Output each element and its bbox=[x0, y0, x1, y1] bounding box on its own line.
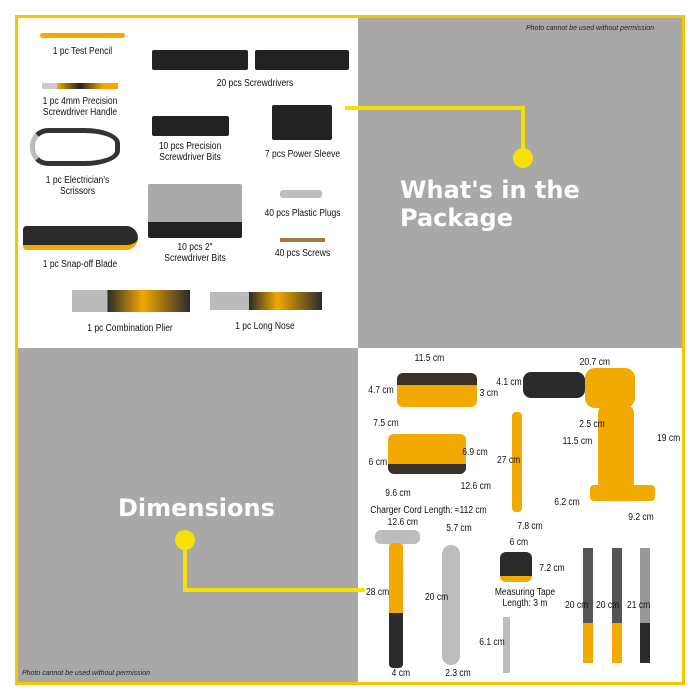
dim-label: 4 cm bbox=[391, 668, 411, 679]
connector-line bbox=[345, 106, 525, 110]
hammer-handle-image bbox=[389, 543, 403, 668]
package-heading-panel bbox=[358, 18, 682, 348]
screwdriver-image bbox=[583, 548, 593, 663]
saw-image bbox=[512, 412, 522, 512]
dim-label: 2.5 cm bbox=[579, 419, 605, 430]
screw-image bbox=[280, 238, 325, 242]
combination-plier-image bbox=[72, 290, 190, 312]
item-label: 20 pcs Screwdrivers bbox=[216, 78, 294, 89]
connector-dot bbox=[513, 148, 533, 168]
dim-label: 20 cm bbox=[565, 600, 589, 611]
dim-label: 28 cm bbox=[366, 587, 390, 598]
item-label: 1 pc Combination Plier bbox=[87, 323, 173, 334]
test-pencil-image bbox=[40, 33, 125, 38]
measuring-tape-image bbox=[500, 552, 532, 582]
dim-label: 7.8 cm bbox=[517, 521, 543, 532]
power-sleeve-image bbox=[272, 105, 332, 140]
package-heading: What's in the Package bbox=[400, 176, 580, 232]
screwdriver-bits-image bbox=[255, 50, 349, 70]
item-label: 40 pcs Plastic Plugs bbox=[264, 208, 341, 219]
dim-label: 20 cm bbox=[596, 600, 620, 611]
hammer-head-image bbox=[375, 530, 420, 544]
drill-body-image bbox=[585, 368, 635, 408]
dim-label: 12.6 cm bbox=[387, 517, 418, 528]
item-label: 10 pcs 2" Screwdriver Bits bbox=[164, 242, 226, 264]
dim-label: Charger Cord Length: ≈112 cm bbox=[370, 505, 487, 516]
dim-label: 20.7 cm bbox=[579, 357, 610, 368]
scissors-image bbox=[30, 128, 120, 166]
dim-label: 9.2 cm bbox=[628, 512, 654, 523]
dimensions-heading-panel bbox=[18, 348, 358, 682]
drill-grip-image bbox=[598, 405, 634, 490]
dim-label: 6 cm bbox=[368, 457, 388, 468]
precision-handle-image bbox=[42, 83, 118, 89]
item-label: 1 pc Long Nose bbox=[235, 321, 295, 332]
dim-label: 7.2 cm bbox=[539, 563, 565, 574]
dim-label: 6.2 cm bbox=[554, 497, 580, 508]
dim-label: 27 cm bbox=[497, 455, 521, 466]
dim-label: 4.1 cm bbox=[496, 377, 522, 388]
bit-holder-image bbox=[503, 617, 510, 673]
dim-label: 7.5 cm bbox=[373, 418, 399, 429]
permission-notice-bottom: Photo cannot be used without permission bbox=[22, 670, 151, 677]
dim-label: 19 cm bbox=[657, 433, 681, 444]
drill-base-image bbox=[590, 485, 655, 501]
item-label: 1 pc Electrician's Scrissors bbox=[45, 175, 110, 197]
item-label: 1 pc Snap-off Blade bbox=[42, 259, 118, 270]
dim-label: 9.6 cm bbox=[385, 488, 411, 499]
item-label: 10 pcs Precision Screwdriver Bits bbox=[158, 141, 222, 163]
charger-image bbox=[388, 434, 466, 474]
screwdriver-image bbox=[612, 548, 622, 663]
connector-line bbox=[183, 540, 187, 592]
dim-label: 21 cm bbox=[627, 600, 651, 611]
item-label: 1 pc Test Pencil bbox=[52, 46, 113, 57]
connector-line bbox=[521, 106, 525, 156]
permission-notice-top: Photo cannot be used without permission bbox=[526, 25, 655, 32]
connector-line bbox=[183, 588, 365, 592]
dim-label: 2.3 cm bbox=[445, 668, 471, 679]
dim-label: 6.9 cm bbox=[462, 447, 488, 458]
item-label: 7 pcs Power Sleeve bbox=[264, 149, 341, 160]
long-nose-image bbox=[210, 292, 322, 310]
dim-label: 12.6 cm bbox=[460, 481, 491, 492]
screwdriver-bits-image bbox=[152, 50, 248, 70]
wrench-image bbox=[442, 545, 460, 665]
dim-label: 11.5 cm bbox=[562, 436, 593, 447]
precision-bits-image bbox=[152, 116, 229, 136]
image-frame bbox=[15, 15, 685, 685]
drill-image bbox=[523, 372, 585, 398]
screwdriver-bits-2in-image bbox=[148, 184, 242, 238]
dim-label: 5.7 cm bbox=[446, 523, 472, 534]
item-label: 40 pcs Screws bbox=[274, 248, 331, 259]
tape-length-label: Measuring Tape Length: 3 m bbox=[494, 587, 556, 609]
dim-label: 6.1 cm bbox=[479, 637, 505, 648]
battery-image bbox=[397, 373, 477, 407]
dim-label: 11.5 cm bbox=[414, 353, 445, 364]
snap-off-blade-image bbox=[23, 226, 138, 250]
plastic-plug-image bbox=[280, 190, 322, 198]
dim-label: 20 cm bbox=[425, 592, 449, 603]
dim-label: 6 cm bbox=[509, 537, 529, 548]
dim-label: 4.7 cm bbox=[368, 385, 394, 396]
dimensions-heading: Dimensions bbox=[118, 494, 275, 522]
dim-label: 3 cm bbox=[479, 388, 499, 399]
screwdriver-image bbox=[640, 548, 650, 663]
item-label: 1 pc 4mm Precision Screwdriver Handle bbox=[42, 96, 118, 118]
